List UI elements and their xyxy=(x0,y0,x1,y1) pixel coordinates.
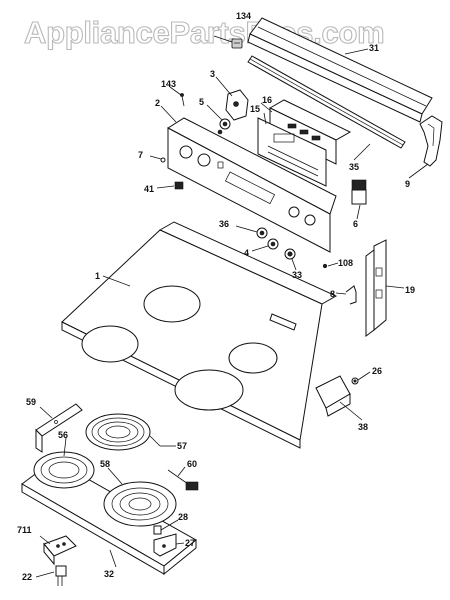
part-58-element[interactable] xyxy=(103,481,177,527)
part-2-backguard[interactable] xyxy=(167,117,337,253)
part-15-overlay[interactable] xyxy=(257,117,327,187)
part-1-cooktop[interactable] xyxy=(61,221,338,449)
callout-41: 41 xyxy=(144,184,154,194)
callout-2: 2 xyxy=(155,98,160,108)
callout-4: 4 xyxy=(244,248,249,258)
part-31-top-trim[interactable] xyxy=(247,17,433,123)
part-7-screw[interactable] xyxy=(160,157,166,163)
part-59-support[interactable] xyxy=(35,403,83,453)
callout-27: 27 xyxy=(185,538,195,548)
part-9-end-cap[interactable] xyxy=(419,115,443,167)
part-8-hook[interactable] xyxy=(345,285,357,305)
callout-134: 134 xyxy=(236,11,251,21)
callout-60: 60 xyxy=(187,459,197,469)
callout-143: 143 xyxy=(161,79,176,89)
part-4-knob[interactable] xyxy=(267,238,279,250)
callout-19: 19 xyxy=(405,285,415,295)
part-28-spring[interactable] xyxy=(153,525,162,535)
part-41-clip[interactable] xyxy=(174,181,184,190)
callout-28: 28 xyxy=(178,512,188,522)
part-108-screw[interactable] xyxy=(322,263,328,269)
part-33-knob[interactable] xyxy=(284,248,296,260)
callout-8: 8 xyxy=(330,289,335,299)
callout-7: 7 xyxy=(138,150,143,160)
part-56-element[interactable] xyxy=(33,451,95,489)
callout-36: 36 xyxy=(219,219,229,229)
part-6-switch[interactable] xyxy=(351,179,367,205)
callout-32: 32 xyxy=(104,569,114,579)
callout-3: 3 xyxy=(210,69,215,79)
part-711-receptacle[interactable] xyxy=(43,535,77,566)
callout-56: 56 xyxy=(58,430,68,440)
part-143-screw[interactable] xyxy=(180,93,185,107)
callout-711: 711 xyxy=(17,525,32,535)
leader-lines xyxy=(35,35,429,578)
part-134-clip[interactable] xyxy=(231,38,243,49)
callout-31: 31 xyxy=(369,43,379,53)
part-27-bracket[interactable] xyxy=(153,533,177,557)
part-57-element[interactable] xyxy=(85,413,161,451)
callout-9: 9 xyxy=(405,179,410,189)
part-3-switch[interactable] xyxy=(225,89,249,121)
part-26-screw[interactable] xyxy=(351,377,359,385)
callout-33: 33 xyxy=(292,270,302,280)
callout-108: 108 xyxy=(338,258,353,268)
callout-26: 26 xyxy=(372,366,382,376)
callout-6: 6 xyxy=(353,219,358,229)
callout-58: 58 xyxy=(100,459,110,469)
part-35-rod[interactable] xyxy=(247,55,406,149)
callout-35: 35 xyxy=(349,162,359,172)
part-38-cover[interactable] xyxy=(315,375,351,417)
part-22-terminal[interactable] xyxy=(55,565,67,586)
part-5-knob[interactable] xyxy=(219,118,231,130)
watermark-text: AppliancePartsPros.com xyxy=(24,15,384,50)
part-60-wire[interactable] xyxy=(167,469,199,491)
callout-1: 1 xyxy=(95,271,100,281)
callout-16: 16 xyxy=(262,95,272,105)
callout-22: 22 xyxy=(22,572,32,582)
callout-labels: 134 31 3 143 16 15 2 5 7 41 35 9 6 36 4 … xyxy=(17,11,415,582)
part-19-bracket[interactable] xyxy=(365,239,387,337)
callout-5: 5 xyxy=(199,97,204,107)
part-36-knob[interactable] xyxy=(256,227,268,239)
callout-38: 38 xyxy=(358,422,368,432)
callout-57: 57 xyxy=(177,441,187,451)
callout-15: 15 xyxy=(250,104,260,114)
callout-59: 59 xyxy=(26,397,36,407)
